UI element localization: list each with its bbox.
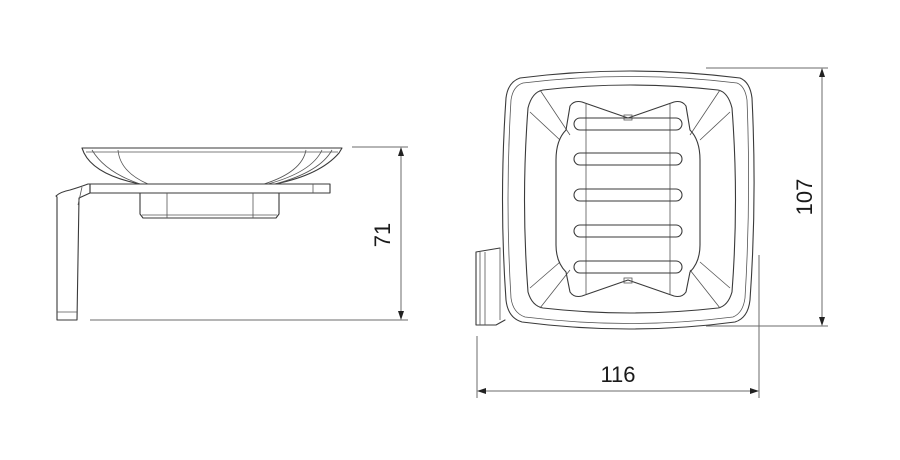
side-view: 71: [55, 146, 408, 321]
corner-ribs: [529, 89, 731, 309]
dish-cup: [139, 192, 280, 219]
width-dimension: 116: [476, 255, 760, 398]
shelf-plate: [89, 183, 331, 194]
height-dimension: 71: [352, 146, 408, 320]
dish-bowl: [81, 147, 343, 185]
wall-mount: [475, 247, 506, 326]
width-dimension-label: 116: [600, 362, 635, 387]
dish-inner-rim: [523, 84, 737, 314]
depth-dimension-label: 107: [792, 179, 817, 216]
top-view: 107 116: [475, 67, 828, 398]
dish-outer-rim: [501, 70, 755, 330]
wall-bracket: [55, 183, 91, 321]
height-dimension-label: 71: [370, 223, 395, 247]
grate-slats: [573, 117, 683, 274]
grate-frame: [555, 100, 701, 298]
depth-dimension: 107: [706, 67, 828, 327]
